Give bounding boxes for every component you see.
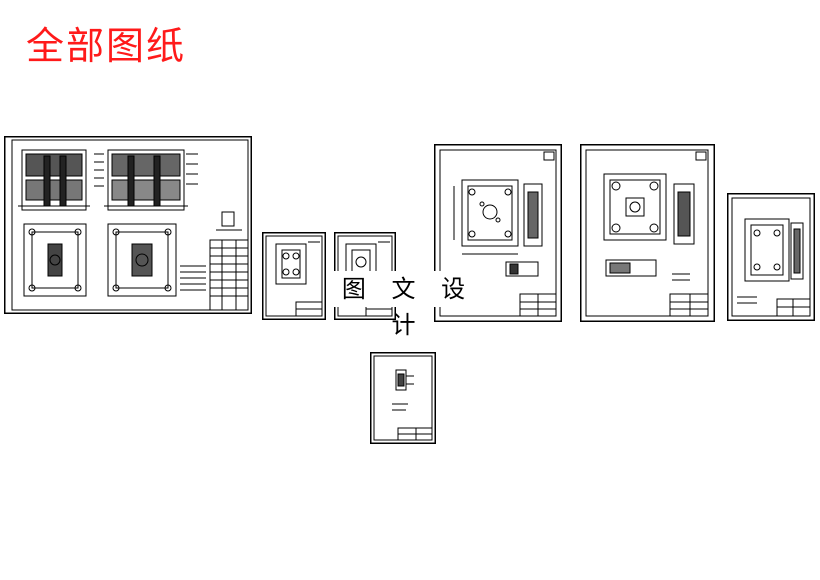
drawing-plate-3[interactable]	[727, 193, 815, 321]
drawing-assembly[interactable]	[4, 136, 252, 314]
drawing-plate-2[interactable]	[580, 144, 715, 322]
drawing-part-small-1[interactable]	[262, 232, 326, 320]
plate-drawing-2-linework	[580, 144, 715, 322]
drawing-part-small-3[interactable]	[370, 352, 436, 444]
assembly-drawing-linework	[4, 136, 252, 314]
plate-drawing-3-linework	[727, 193, 815, 321]
page-title: 全部图纸	[26, 24, 187, 68]
part-drawing-small-3-linework	[370, 352, 436, 444]
part-drawing-small-1-linework	[262, 232, 326, 320]
plate-drawing-1-linework	[434, 144, 562, 322]
watermark-label: 图 文 设 计	[326, 271, 490, 339]
